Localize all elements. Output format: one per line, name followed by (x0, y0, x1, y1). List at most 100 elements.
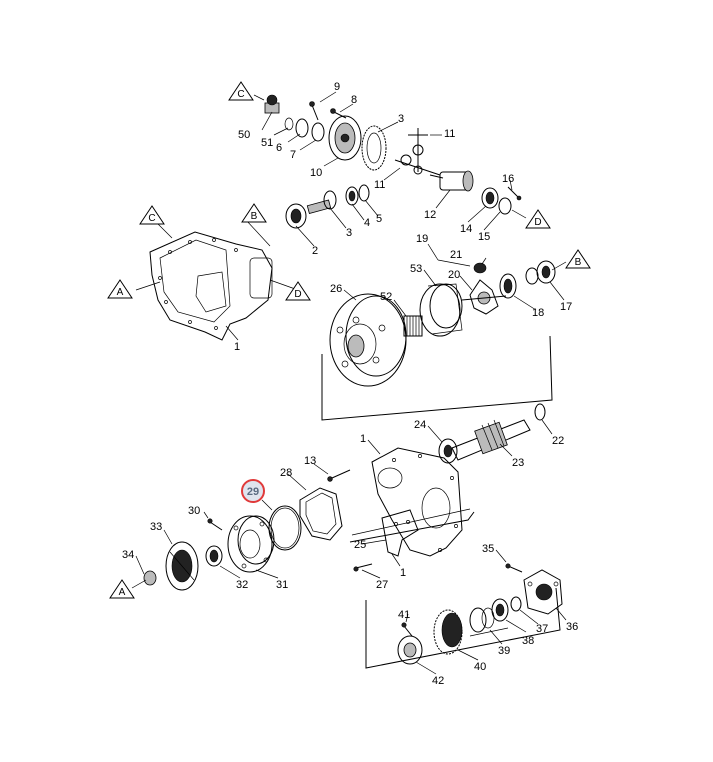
callout-24: 24 (414, 419, 426, 431)
callout-10: 10 (310, 167, 322, 179)
callout-19: 19 (416, 233, 428, 245)
ref-triangle-d-right: D (525, 209, 551, 229)
part-1-rear-case (371, 447, 463, 557)
callout-39: 39 (498, 645, 510, 657)
callout-28: 28 (280, 467, 292, 479)
callout-38: 38 (522, 635, 534, 647)
callout-30: 30 (188, 505, 200, 517)
callout-52: 52 (380, 291, 392, 303)
part-11-spider-gears (394, 128, 441, 176)
callout-18: 18 (532, 307, 544, 319)
part-30-bolt (209, 521, 223, 531)
svg-text:B: B (251, 211, 258, 222)
callout-1: 1 (360, 433, 366, 445)
ref-triangle-b-left: B (241, 203, 267, 223)
callout-41: 41 (398, 609, 410, 621)
callout-9: 9 (334, 81, 340, 93)
callout-2: 2 (312, 245, 318, 257)
callout-5: 5 (376, 213, 382, 225)
callout-25: 25 (354, 539, 366, 551)
svg-text:C: C (148, 213, 155, 224)
ref-triangle-a-left: A (107, 279, 133, 299)
callout-labels: 9 8 3 11 50 51 6 7 10 11 16 12 14 15 2 3… (122, 81, 578, 687)
callout-1: 1 (400, 567, 406, 579)
callout-15: 15 (478, 231, 490, 243)
part-6-shim (295, 118, 309, 138)
part-33-yoke (165, 541, 199, 591)
part-4-bearing (345, 186, 359, 206)
part-51-washer (284, 117, 294, 131)
part-36-extension-housing (523, 569, 563, 615)
part-13-bolt (331, 469, 351, 479)
callout-22: 22 (552, 435, 564, 447)
part-8-bolt (333, 111, 347, 119)
ref-triangle-c-left: C (139, 205, 165, 225)
part-53-drum (419, 283, 463, 337)
callout-26: 26 (330, 283, 342, 295)
svg-text:A: A (119, 587, 126, 598)
part-34-nut (143, 570, 157, 586)
part-52-pinion-gear (403, 315, 423, 337)
callout-27: 27 (376, 579, 388, 591)
part-18-bearing (499, 273, 517, 299)
callout-36: 36 (566, 621, 578, 633)
callout-21: 21 (450, 249, 462, 261)
callout-1: 1 (234, 341, 240, 353)
part-2-bearing (285, 203, 307, 229)
part-50-seal (264, 94, 280, 114)
part-29-o-ring (268, 505, 302, 551)
part-41-bolt (403, 625, 413, 637)
callout-33: 33 (150, 521, 162, 533)
callout-8: 8 (351, 94, 357, 106)
callout-12: 12 (424, 209, 436, 221)
ref-triangle-c-top: C (228, 81, 254, 101)
svg-text:C: C (237, 89, 244, 100)
callout-16: 16 (502, 173, 514, 185)
reference-triangles: C B C A D D B A (107, 81, 591, 599)
callout-50: 50 (238, 129, 250, 141)
part-7-bearing (311, 122, 325, 142)
ref-triangle-d-left: D (285, 281, 311, 301)
part-5-seal (358, 184, 370, 202)
leader-lines (131, 91, 567, 675)
ref-triangle-a-bottom: A (109, 579, 135, 599)
callout-7: 7 (290, 149, 296, 161)
callout-51: 51 (261, 137, 273, 149)
part-37-snap-ring (510, 596, 522, 612)
part-42-output-yoke (397, 635, 423, 665)
part-23-mainshaft (451, 419, 531, 461)
assembly-bracket-2 (365, 587, 561, 669)
callout-17: 17 (560, 301, 572, 313)
part-16-vent (507, 186, 519, 198)
callout-35: 35 (482, 543, 494, 555)
svg-text:29: 29 (247, 486, 259, 498)
callout-32: 32 (236, 579, 248, 591)
part-38-bearing (491, 598, 509, 622)
callout-34: 34 (122, 549, 134, 561)
part-12-flange (429, 170, 474, 192)
ref-triangle-b-right: B (565, 249, 591, 269)
part-9-bolt (311, 104, 319, 121)
callout-3: 3 (346, 227, 352, 239)
part-15-seal (498, 197, 512, 215)
callout-29-highlighted: 29 (241, 479, 265, 503)
part-39-clutch (469, 607, 509, 637)
part-17-bearing (525, 260, 556, 285)
svg-text:A: A (117, 287, 124, 298)
part-40-gear (433, 609, 463, 655)
part-3-shaft (306, 190, 337, 214)
part-1-front-housing (149, 231, 273, 341)
callout-13: 13 (304, 455, 316, 467)
callout-11: 11 (444, 128, 455, 140)
callout-40: 40 (474, 661, 486, 673)
part-3-ring-gear (361, 125, 387, 171)
part-10-differential-case (328, 115, 362, 161)
callout-31: 31 (276, 579, 288, 591)
part-32-bearing (205, 545, 223, 567)
part-31-pump-housing (227, 515, 275, 573)
assembly-bracket-1 (321, 335, 553, 421)
callout-37: 37 (536, 623, 548, 635)
part-14-bearing (481, 187, 499, 209)
part-27-bolt (355, 563, 373, 569)
